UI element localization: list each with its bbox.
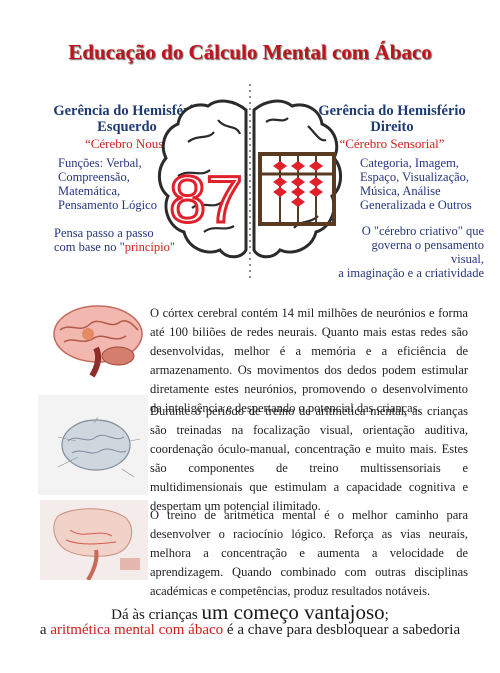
left-function-line: Compreensão,	[58, 170, 130, 184]
left-function-line: Funções: Verbal,	[58, 156, 142, 170]
right-function-line: Categoria, Imagem,	[360, 156, 459, 170]
tagline-line1: Dá às crianças um começo vantajoso;	[0, 600, 500, 625]
brain-number: 87	[169, 162, 242, 236]
abacus-beads	[273, 161, 323, 207]
right-note: O "cérebro criativo" que governa o pensa…	[338, 224, 484, 280]
brain-illustration: 87	[158, 84, 342, 280]
tagline2-prefix: a	[39, 622, 51, 638]
section-2-text: Durante o período de treino de aritmétic…	[150, 404, 468, 513]
page-title: Educação do Cálculo Mental com Ábaco	[68, 40, 432, 64]
left-note-highlight: princípio	[124, 240, 170, 254]
right-heading-line1: Gerência do Hemisfério	[318, 103, 466, 119]
tagline2-highlight: aritmética mental com ábaco	[50, 622, 224, 638]
right-function-line: Generalizada e Outros	[360, 198, 472, 212]
left-hemisphere-heading: Gerência do Hemisfério Esquerdo	[42, 103, 212, 135]
left-note-line2: com base no "princípio"	[54, 240, 204, 254]
left-hemisphere-outline	[158, 99, 248, 259]
abacus-frame	[258, 152, 336, 226]
right-functions: Categoria, Imagem, Espaço, Visualização,…	[360, 156, 500, 212]
right-note-line: a imaginação e a criatividade	[338, 266, 484, 280]
tagline-line2: a aritmética mental com ábaco é a chave …	[0, 622, 500, 639]
right-note-line: governa o pensamento visual,	[371, 238, 484, 266]
left-nickname: “Cérebro Nous”	[84, 136, 170, 151]
neural-pathway-image	[40, 500, 148, 580]
tagline2-suffix: é a chave para desbloquear a sabedoria	[223, 622, 461, 638]
tagline-suffix: ;	[384, 607, 389, 623]
right-heading-line2: Direito	[370, 119, 414, 135]
left-heading-line2: Esquerdo	[97, 119, 157, 135]
section-3-text: O treino de aritmética mental é o melhor…	[150, 508, 468, 598]
left-gyri	[177, 119, 242, 233]
left-note-suffix: "	[169, 240, 175, 254]
left-functions: Funções: Verbal, Compreensão, Matemática…	[58, 156, 198, 212]
left-note-prefix: com base no "	[54, 240, 125, 254]
left-note-line1: Pensa passo a passo	[54, 226, 154, 240]
tagline-emphasis: um começo vantajoso	[201, 600, 385, 624]
brain-function-map-image	[38, 395, 148, 495]
left-function-line: Matemática,	[58, 184, 121, 198]
left-heading-line1: Gerência do Hemisfério	[53, 103, 201, 119]
brain-anatomy-image	[53, 305, 143, 378]
tagline-prefix: Dá às crianças	[111, 607, 202, 623]
right-hemisphere-heading: Gerência do Hemisfério Direito	[304, 103, 480, 135]
right-nickname: “Cérebro Sensorial”	[339, 136, 445, 151]
left-function-line: Pensamento Lógico	[58, 198, 157, 212]
right-function-line: Música, Análise	[360, 184, 441, 198]
right-function-line: Espaço, Visualização,	[360, 170, 470, 184]
left-note: Pensa passo a passo com base no "princíp…	[54, 226, 204, 254]
right-note-line: O "cérebro criativo" que	[361, 224, 484, 238]
section-1-text: O córtex cerebral contém 14 mil milhões …	[150, 306, 468, 415]
